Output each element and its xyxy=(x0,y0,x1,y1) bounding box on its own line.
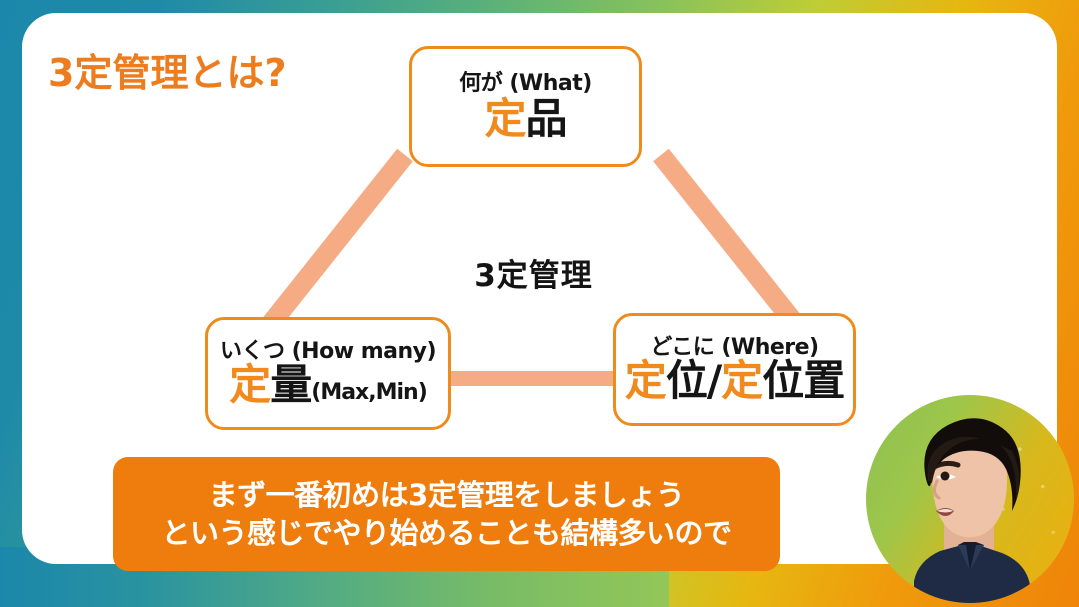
node-how-many-term-note: (Max,Min) xyxy=(311,379,427,405)
node-how-many: いくつ (How many) 定量(Max,Min) xyxy=(205,317,451,430)
node-where: どこに (Where) 定位/定位置 xyxy=(613,313,856,426)
diagram-center-label-text: 3定管理 xyxy=(474,258,593,294)
node-where-term-part2-highlight: 定 xyxy=(721,356,763,405)
node-where-question: どこに (Where) xyxy=(650,334,819,360)
page-title: 3定管理とは? xyxy=(48,51,287,95)
caption-line-1: まず一番初めは3定管理をしましょう xyxy=(208,477,685,512)
node-how-many-question: いくつ (How many) xyxy=(219,339,437,365)
diagram-center-label: 3定管理 xyxy=(0,250,1079,295)
presenter-video-bubble xyxy=(866,395,1074,603)
node-where-term-separator: / xyxy=(706,356,722,405)
node-what: 何が (What) 定品 xyxy=(409,46,642,167)
presenter-portrait xyxy=(914,418,1030,603)
node-what-question: 何が (What) xyxy=(459,71,592,97)
node-what-term-highlight: 定 xyxy=(484,93,526,143)
caption-line-2: という感じでやり始めることも結構多いので xyxy=(161,516,732,550)
node-where-term-part1-highlight: 定 xyxy=(624,356,667,405)
node-what-term-rest: 品 xyxy=(525,93,568,143)
node-what-term: 定品 xyxy=(484,93,568,143)
node-where-term-part2-rest: 位置 xyxy=(762,356,845,405)
node-how-many-term-highlight: 定 xyxy=(229,359,271,409)
node-where-term-part1-rest: 位 xyxy=(665,356,708,405)
node-how-many-term-rest: 量 xyxy=(270,359,312,409)
node-how-many-term: 定量(Max,Min) xyxy=(229,359,428,409)
node-where-term: 定位/定位置 xyxy=(624,356,845,405)
caption-banner: まず一番初めは3定管理をしましょう という感じでやり始めることも結構多いので xyxy=(113,457,780,571)
connector-left-to-right xyxy=(420,371,650,386)
